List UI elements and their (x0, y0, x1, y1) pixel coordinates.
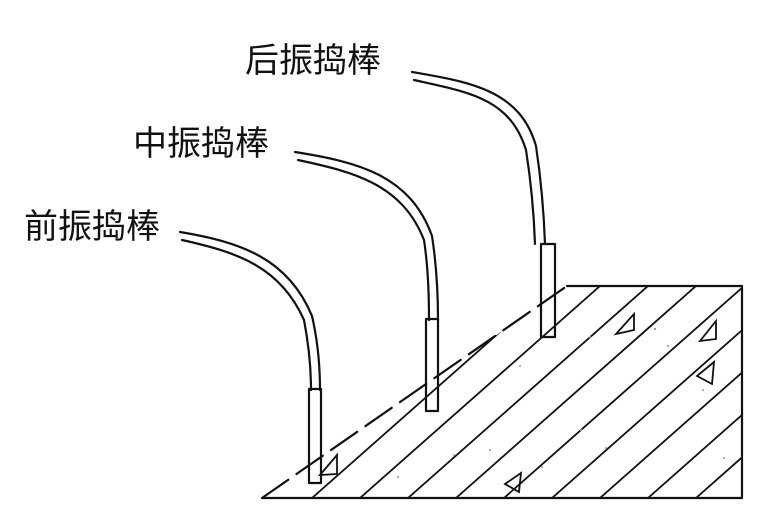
rear-vibrator: 后振捣棒 (245, 41, 557, 339)
middle-vibrator-label: 中振捣棒 (133, 124, 269, 164)
rear-vibrator-hose (410, 70, 547, 246)
middle-vibrator: 中振捣棒 (133, 124, 440, 413)
front-vibrator: 前振捣棒 (24, 207, 323, 485)
concrete-block (260, 284, 744, 500)
middle-vibrator-head (424, 317, 440, 413)
front-vibrator-head (307, 387, 323, 485)
rear-vibrator-head (539, 242, 557, 339)
middle-vibrator-hose (293, 150, 440, 322)
front-vibrator-label: 前振捣棒 (24, 207, 160, 247)
aggregate-marks (317, 311, 717, 494)
aggregate-speckles (397, 327, 725, 478)
concrete-hatching (311, 286, 742, 498)
front-vibrator-hose (178, 230, 322, 392)
rear-vibrator-label: 后振捣棒 (245, 41, 381, 81)
